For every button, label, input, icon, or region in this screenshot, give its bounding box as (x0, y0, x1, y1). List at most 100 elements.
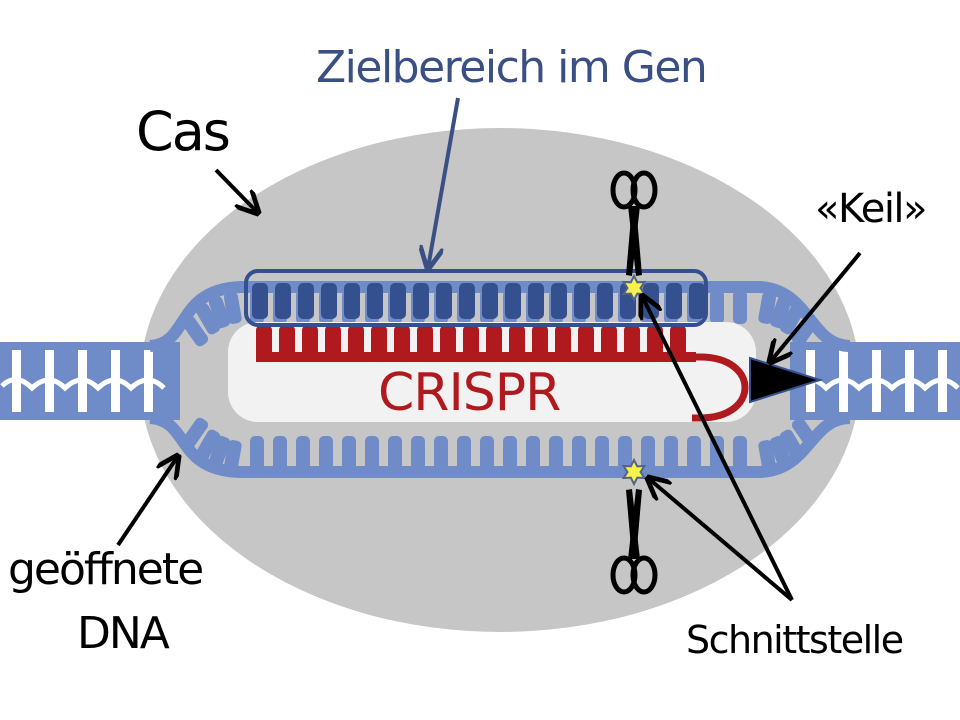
target-base (666, 283, 682, 319)
dna-base (457, 436, 471, 470)
rna-base (532, 326, 548, 356)
dna-base (182, 417, 209, 449)
dna-base (365, 436, 379, 470)
dna-base (208, 296, 231, 329)
dna-base (319, 436, 333, 470)
rna-base (279, 326, 295, 356)
target-base (574, 283, 590, 319)
target-base (298, 283, 314, 319)
star-icon (621, 273, 647, 303)
target-base (459, 283, 475, 319)
dna-base (250, 436, 264, 470)
rna-base (670, 326, 686, 356)
dna-base (664, 436, 678, 470)
arrow-cut-site-bottom (648, 478, 794, 602)
dna-base (208, 435, 231, 468)
target-base (252, 283, 268, 319)
rna-base (394, 326, 410, 356)
dna-base (572, 436, 586, 470)
rna-base (509, 326, 525, 356)
label-wedge: «Keil» (815, 186, 928, 232)
label-cas: Cas (136, 100, 231, 163)
dna-base (195, 429, 221, 461)
dna-base (641, 436, 655, 470)
dna-upper-strand (149, 281, 851, 352)
dna-base (758, 291, 777, 324)
rna-base (555, 326, 571, 356)
dna-base (779, 429, 805, 461)
target-base (367, 283, 383, 319)
dna-double-strand-left (0, 342, 180, 420)
rna-base (601, 326, 617, 356)
rna-base (302, 326, 318, 356)
dna-lower-strand (149, 412, 851, 478)
target-base (321, 283, 337, 319)
rna-base (348, 326, 364, 356)
dna-base (388, 436, 402, 470)
triangle-wedge-icon (749, 356, 824, 404)
dna-base (182, 315, 209, 347)
rna-base (463, 326, 479, 356)
target-base (344, 283, 360, 319)
dna-base (342, 436, 356, 470)
dna-base (769, 296, 792, 329)
scissors-icon (610, 170, 658, 276)
rna-base (440, 326, 456, 356)
target-base (597, 283, 613, 319)
target-base (413, 283, 429, 319)
label-cut-site: Schnittstelle (686, 618, 904, 662)
dna-base-bond (0, 377, 166, 392)
target-region-box (244, 269, 708, 327)
dna-base-bond (794, 377, 960, 392)
dna-base (687, 436, 701, 470)
dna-base (549, 436, 563, 470)
dna-base (769, 435, 792, 468)
label-opened-dna-line1: geöffnete (8, 544, 204, 595)
target-base (551, 283, 567, 319)
target-base (528, 283, 544, 319)
label-crispr: CRISPR (378, 363, 561, 423)
dna-base (791, 315, 818, 347)
target-base (275, 283, 291, 319)
dna-base (526, 436, 540, 470)
target-base (505, 283, 521, 319)
dna-base (710, 290, 724, 324)
dna-base (480, 436, 494, 470)
target-base (482, 283, 498, 319)
rna-base (624, 326, 640, 356)
rna-base (486, 326, 502, 356)
star-icon (621, 457, 647, 487)
label-target-region: Zielbereich im Gen (316, 42, 708, 93)
dna-base (223, 440, 242, 473)
arrow-opened-dna (116, 456, 178, 547)
rna-base (578, 326, 594, 356)
dna-base (791, 417, 818, 449)
dna-base (296, 436, 310, 470)
arrow-cut-site-top (642, 296, 794, 601)
dna-base (618, 436, 632, 470)
dna-base (503, 436, 517, 470)
target-base (390, 283, 406, 319)
target-base (436, 283, 452, 319)
dna-base (195, 303, 221, 335)
arrow-target-region (428, 97, 460, 268)
rna-base (371, 326, 387, 356)
dna-base (779, 303, 805, 335)
rna-base (325, 326, 341, 356)
dna-base (733, 290, 747, 324)
label-opened-dna-line2: DNA (77, 608, 170, 659)
dna-base (434, 436, 448, 470)
dna-base (733, 436, 747, 470)
dna-base (411, 436, 425, 470)
target-base (689, 283, 705, 319)
arrow-cas (214, 168, 258, 213)
arrow-wedge (770, 251, 862, 362)
rna-base (417, 326, 433, 356)
rna-base (256, 326, 272, 356)
dna-base (273, 436, 287, 470)
scissors-icon (610, 489, 658, 595)
dna-base (223, 291, 242, 324)
dna-base (595, 436, 609, 470)
dna-base (758, 440, 777, 473)
